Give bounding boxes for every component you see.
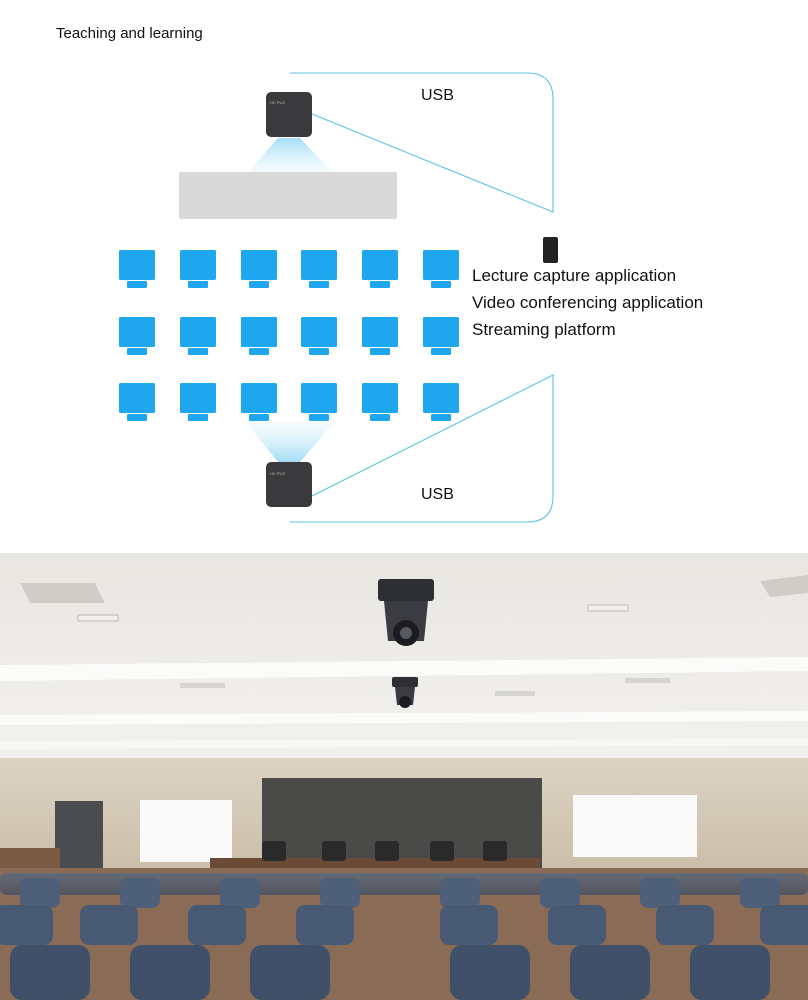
application-video-conferencing: Video conferencing application — [472, 293, 704, 312]
laptop-icon — [543, 237, 558, 263]
usb-label-top: USB — [421, 87, 454, 104]
monitor-icon — [301, 383, 337, 421]
application-lecture-capture: Lecture capture application — [472, 266, 677, 285]
camera-beam-top — [248, 138, 332, 172]
monitor-icon — [119, 250, 155, 288]
ptz-camera-icon: HC PUS — [266, 92, 312, 137]
projection-screen — [179, 172, 397, 219]
monitor-icon — [423, 383, 459, 421]
monitor-icon — [119, 383, 155, 421]
ptz-camera-icon: HC PUS — [266, 462, 312, 507]
monitor-icon — [362, 317, 398, 355]
usb-cable-top — [290, 72, 554, 213]
camera-beam-bottom — [246, 422, 334, 462]
monitor-icon — [180, 250, 216, 288]
usb-cable-bottom — [290, 374, 554, 523]
application-streaming: Streaming platform — [472, 320, 616, 339]
lecture-hall-photo — [0, 553, 808, 1000]
monitor-icon — [180, 317, 216, 355]
usb-label-bottom: USB — [421, 486, 454, 503]
monitor-icon — [423, 317, 459, 355]
monitor-icon — [241, 250, 277, 288]
monitor-icon — [301, 317, 337, 355]
svg-text:HC PUS: HC PUS — [270, 471, 285, 476]
monitor-icon — [180, 383, 216, 421]
monitor-icon — [119, 317, 155, 355]
monitor-icon — [362, 383, 398, 421]
svg-text:HC PUS: HC PUS — [270, 100, 285, 105]
monitor-icon — [241, 317, 277, 355]
monitor-icon — [241, 383, 277, 421]
classroom-diagram: HC PUS — [119, 72, 558, 523]
monitor-icon — [362, 250, 398, 288]
page-title: Teaching and learning — [56, 25, 203, 42]
application-list: Lecture capture application Video confer… — [472, 262, 703, 343]
monitor-icon — [423, 250, 459, 288]
monitor-grid — [119, 250, 459, 421]
monitor-icon — [301, 250, 337, 288]
